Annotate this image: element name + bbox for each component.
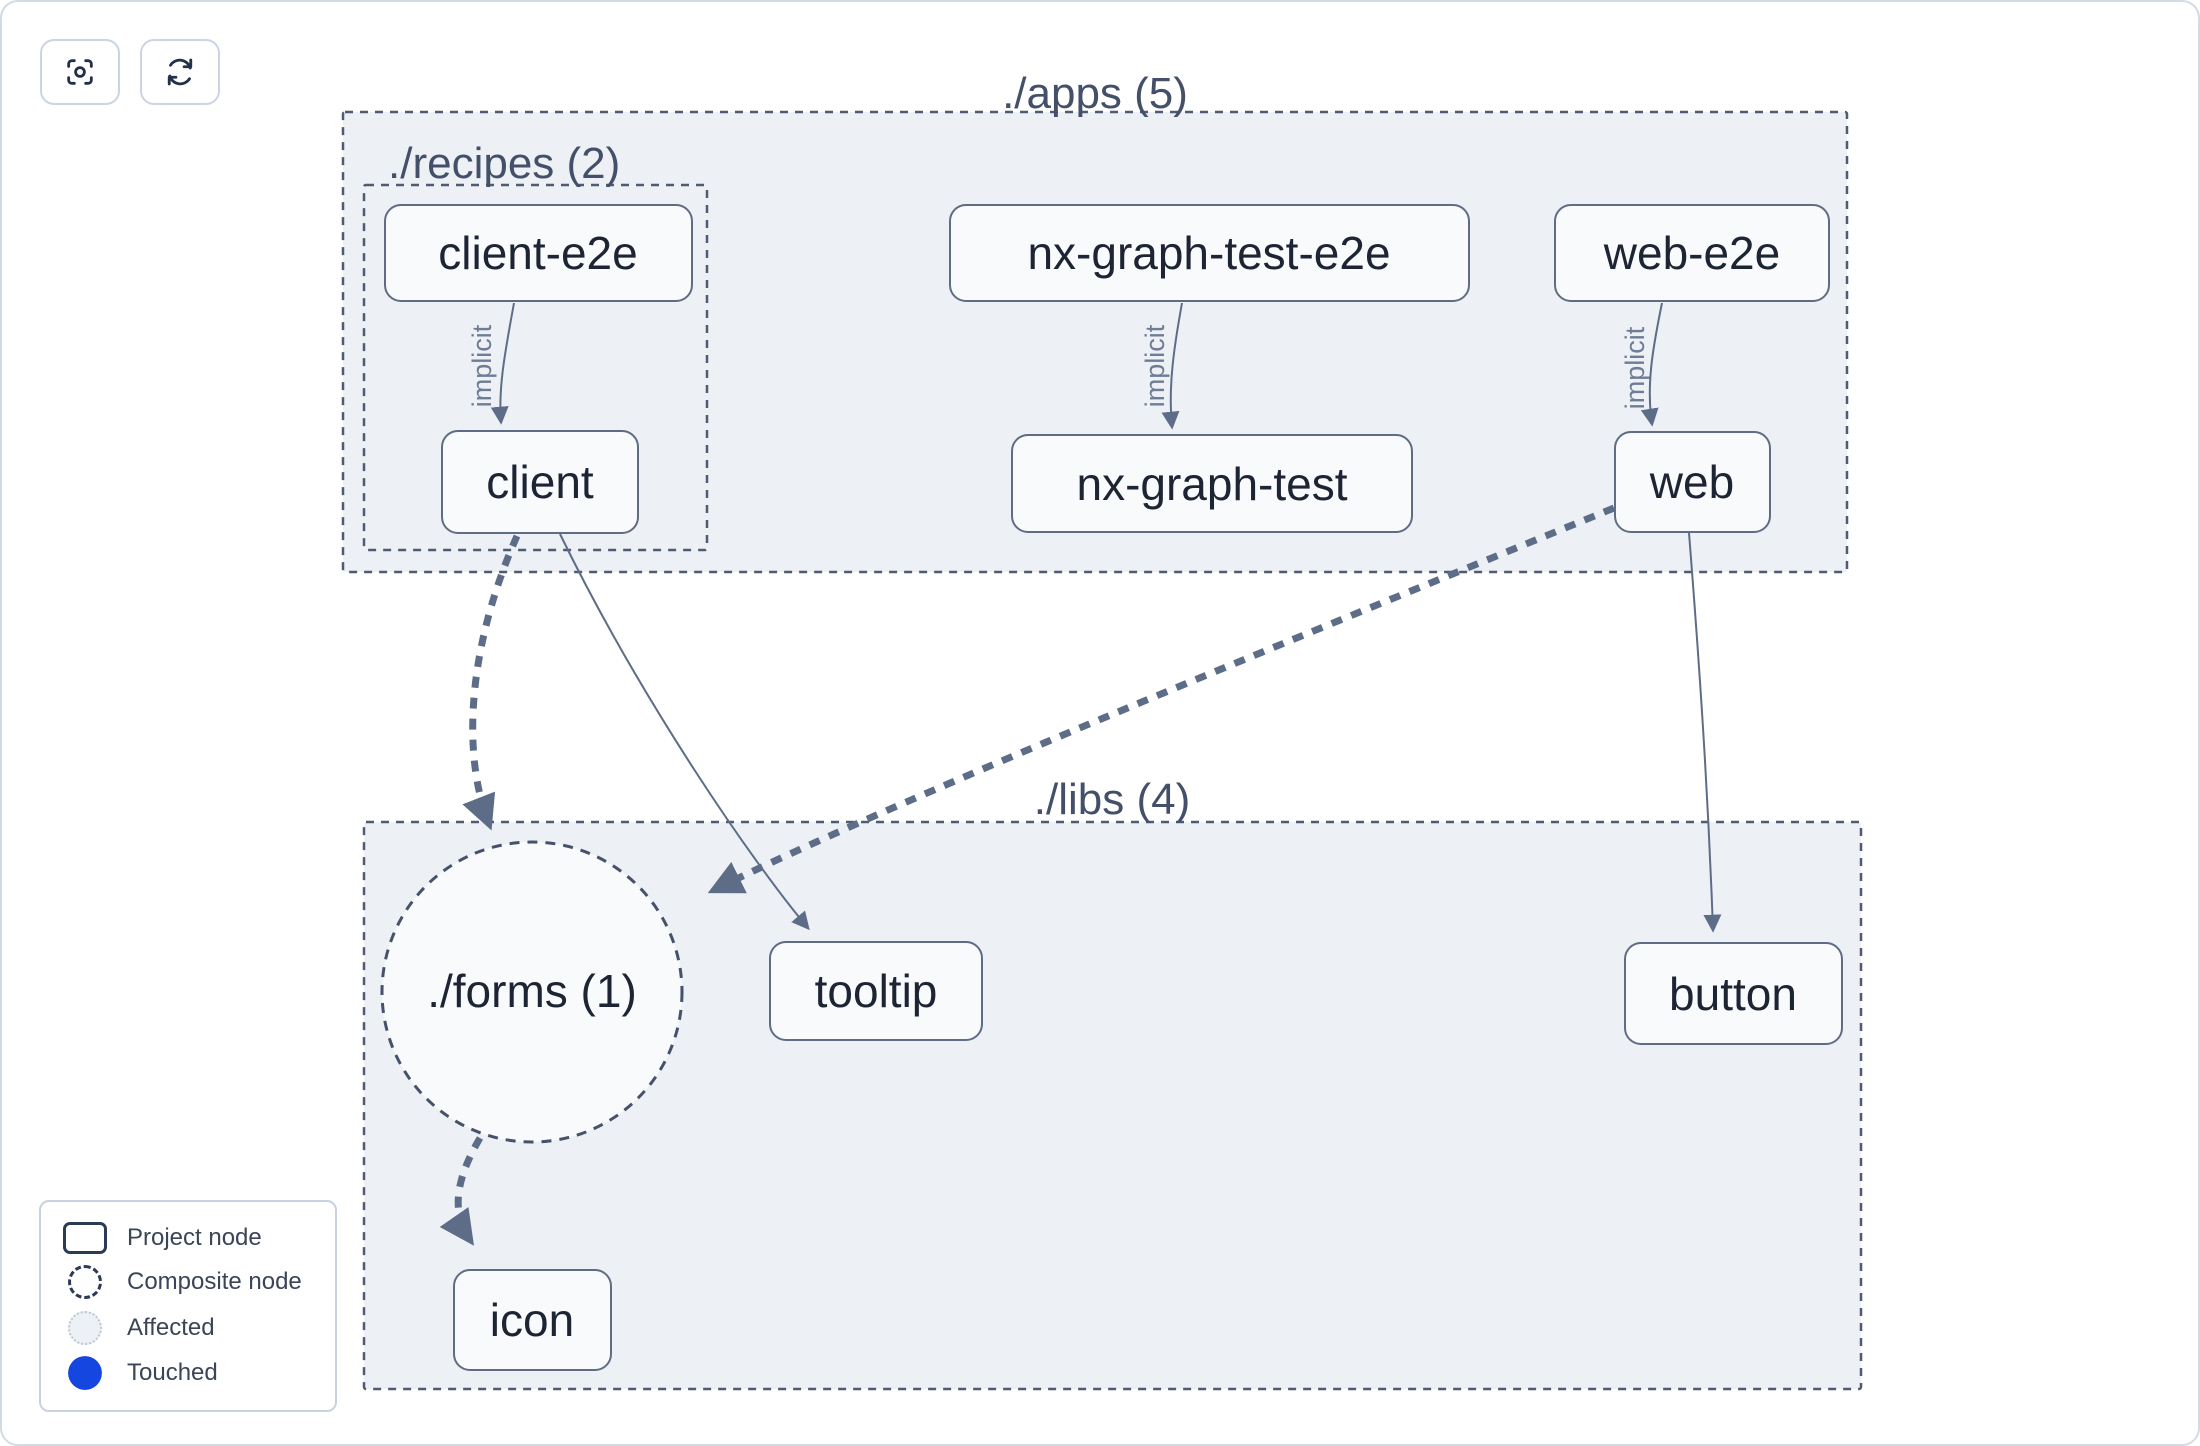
legend-item-affected: Affected <box>61 1310 315 1345</box>
edge-label-implicit-web: implicit <box>1620 326 1650 409</box>
composite-node-swatch <box>68 1265 102 1300</box>
node-client-label: client <box>486 456 594 508</box>
container-libs <box>362 820 1863 1391</box>
legend-item-touched: Touched <box>61 1356 315 1391</box>
composite-node-forms-label: ./forms (1) <box>427 965 637 1017</box>
container-recipes-label: ./recipes (2) <box>388 139 620 188</box>
container-apps-label: ./apps (5) <box>1002 69 1188 118</box>
edge-client-e2e-to-client <box>490 302 515 425</box>
edge-label-implicit-client: implicit <box>467 324 497 407</box>
node-nx-graph-test-label: nx-graph-test <box>1076 458 1347 510</box>
node-client-e2e[interactable] <box>384 204 693 302</box>
edge-client-to-forms <box>462 534 521 831</box>
legend-item-composite-node: Composite node <box>61 1265 315 1300</box>
node-tooltip[interactable] <box>769 941 983 1041</box>
node-client-e2e-label: client-e2e <box>438 227 637 279</box>
container-apps <box>341 110 1849 574</box>
node-nx-graph-test-e2e-label: nx-graph-test-e2e <box>1027 227 1390 279</box>
edge-web-to-button <box>1688 532 1722 933</box>
legend-label: Composite node <box>127 1268 302 1296</box>
node-button-label: button <box>1669 968 1797 1020</box>
node-nx-graph-test-e2e[interactable] <box>949 204 1470 302</box>
refresh-icon <box>167 58 193 86</box>
legend: Project node Composite node Affected Tou… <box>39 1200 337 1412</box>
node-nx-graph-test[interactable] <box>1011 434 1413 533</box>
node-web-e2e[interactable] <box>1554 204 1830 302</box>
container-recipes <box>362 183 709 552</box>
node-web-label: web <box>1649 456 1734 508</box>
focus-icon <box>67 59 93 85</box>
node-icon-label: icon <box>490 1294 574 1346</box>
composite-node-forms[interactable] <box>380 840 684 1144</box>
container-libs-label: ./libs (4) <box>1034 775 1190 824</box>
legend-label: Project node <box>127 1223 262 1251</box>
affected-swatch <box>68 1310 102 1345</box>
node-button[interactable] <box>1624 942 1843 1045</box>
edge-nx-graph-test-e2e-to-nx-graph-test <box>1161 302 1183 430</box>
node-client[interactable] <box>441 430 639 534</box>
node-web-e2e-label: web-e2e <box>1603 227 1780 279</box>
node-tooltip-label: tooltip <box>815 965 938 1017</box>
edge-web-e2e-to-web <box>1640 302 1663 427</box>
node-web[interactable] <box>1614 431 1771 533</box>
edge-client-to-tooltip <box>559 533 810 931</box>
legend-label: Affected <box>127 1313 215 1341</box>
legend-item-project-node: Project node <box>61 1221 315 1254</box>
edge-label-implicit-nx-graph-test: implicit <box>1140 324 1170 407</box>
focus-button[interactable] <box>40 39 120 105</box>
graph-toolbar <box>40 39 220 105</box>
node-icon[interactable] <box>453 1269 612 1371</box>
touched-swatch <box>68 1356 102 1391</box>
legend-label: Touched <box>127 1359 218 1387</box>
refresh-button[interactable] <box>140 39 220 105</box>
project-node-swatch <box>63 1221 107 1254</box>
